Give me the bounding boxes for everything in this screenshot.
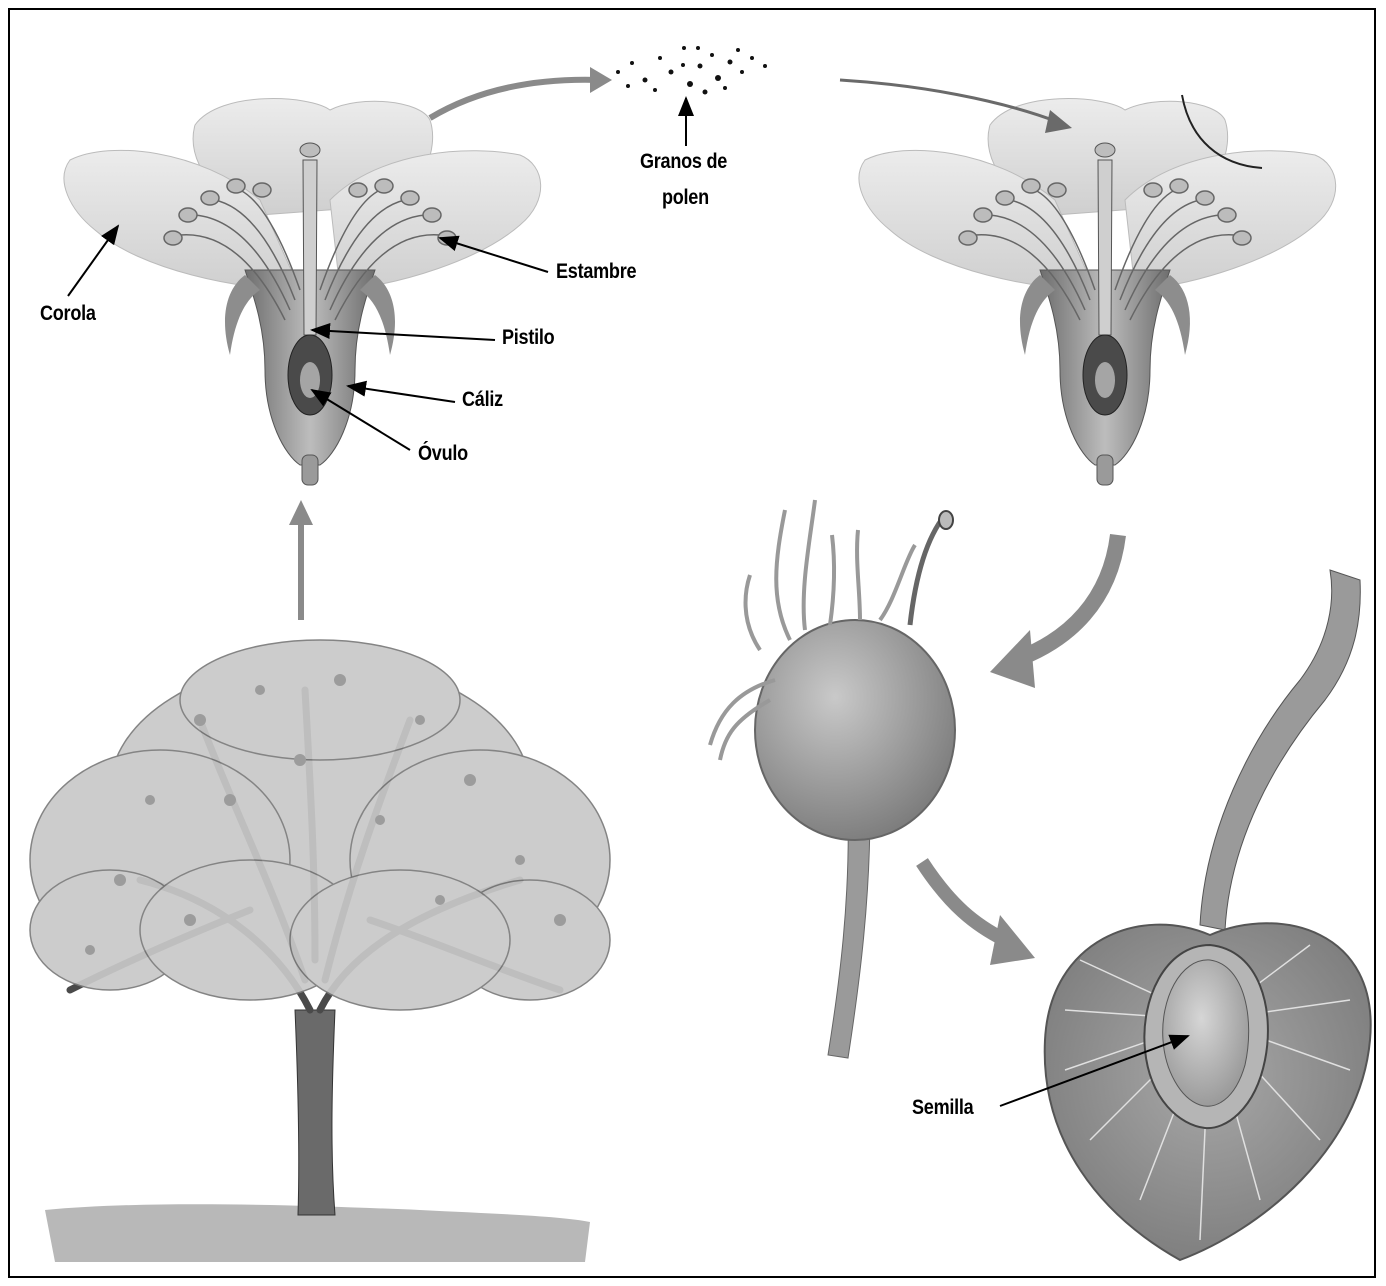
fruit-body	[755, 620, 955, 840]
arrow-fruit-to-cherry	[922, 862, 1005, 940]
label-corola: Corola	[40, 302, 96, 326]
arrowhead	[990, 630, 1035, 688]
stem-stub	[1097, 455, 1113, 485]
pointer-caliz	[348, 386, 455, 402]
arrowhead	[289, 500, 313, 525]
developing-fruit	[710, 500, 955, 1058]
sepal-right	[1155, 275, 1190, 355]
pollen-grains	[616, 46, 767, 95]
label-polen: polen	[662, 186, 709, 210]
sepal-right	[360, 275, 395, 355]
arrowhead	[590, 67, 612, 93]
label-pistilo: Pistilo	[502, 326, 554, 350]
label-ovulo: Óvulo	[418, 442, 468, 466]
flower-cross-section-right	[859, 95, 1336, 485]
tree-trunk	[295, 1010, 335, 1215]
sepal-left	[225, 275, 260, 355]
pointer-corola	[68, 226, 118, 296]
dry-style	[910, 515, 945, 625]
arrow-flower-to-pollen	[430, 80, 600, 118]
cherry-stem	[1200, 570, 1360, 930]
ovule	[1095, 362, 1115, 398]
stem-stub	[302, 455, 318, 485]
sepal-left	[1020, 275, 1055, 355]
arrowhead	[990, 915, 1035, 965]
label-granos-de: Granos de	[640, 150, 727, 174]
fruit-stem	[828, 810, 870, 1058]
label-caliz: Cáliz	[462, 388, 503, 412]
cherry-cross-section	[1045, 570, 1371, 1260]
pistil-stigma	[1095, 143, 1115, 157]
label-semilla: Semilla	[912, 1096, 973, 1120]
pistil-stigma	[300, 143, 320, 157]
pistil	[303, 160, 317, 335]
tree-foliage	[30, 640, 610, 1010]
label-estambre: Estambre	[556, 260, 636, 284]
dry-stigma	[939, 511, 953, 529]
pistil	[1098, 160, 1112, 335]
flower-cross-section-left	[64, 99, 541, 485]
cherry-tree	[30, 640, 610, 1262]
